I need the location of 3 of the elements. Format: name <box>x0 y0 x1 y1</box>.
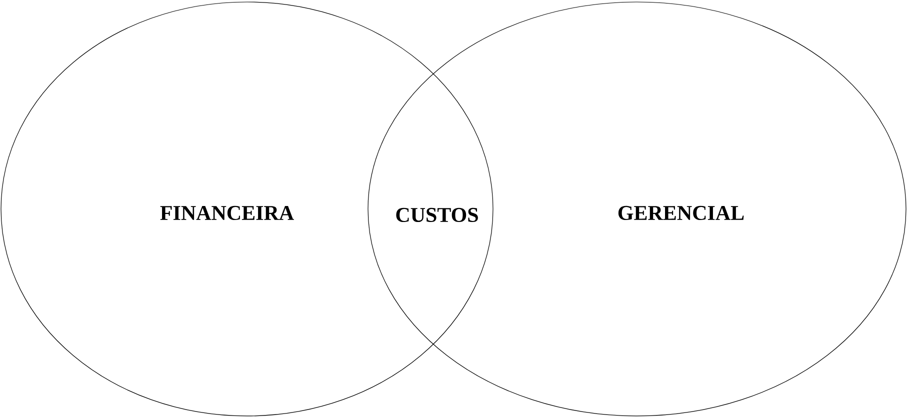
set-label: GERENCIAL <box>618 206 744 220</box>
set-label: FINANCEIRA <box>160 206 294 220</box>
intersection-label: CUSTOS <box>396 208 478 222</box>
